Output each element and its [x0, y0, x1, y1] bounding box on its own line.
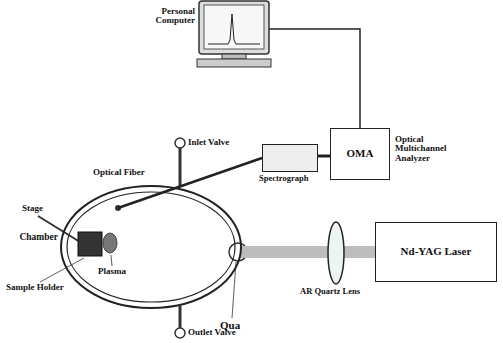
node-label: Optical Multichannel Analyzer — [395, 135, 465, 163]
part-label: Qua — [220, 320, 240, 332]
leader-line — [111, 255, 112, 266]
part-label: Sample Holder — [6, 283, 64, 292]
node-label: Personal Computer — [149, 7, 195, 26]
connector-line — [118, 158, 262, 208]
part-label: Plasma — [98, 267, 126, 276]
part-label: Inlet Valve — [188, 138, 229, 147]
node-title: Nd-YAG Laser — [401, 246, 472, 258]
monitor-frame — [199, 1, 269, 54]
outlet-valve — [175, 328, 185, 338]
oma-box: OMAOptical Multichannel Analyzer — [330, 128, 390, 180]
keyboard — [197, 59, 271, 67]
laser-box: Nd-YAG Laser — [375, 222, 497, 282]
plasma-plume — [103, 233, 117, 253]
spectrograph-box: Spectrograph — [262, 144, 318, 172]
node-label: Chamber — [19, 233, 58, 243]
edge-label: Optical Fiber — [92, 168, 146, 177]
inlet-tube — [179, 146, 182, 186]
chamber-outline — [60, 185, 242, 309]
quartz-lens-outline — [328, 222, 344, 284]
monitor-screen — [204, 5, 264, 49]
monitor-stand — [222, 54, 246, 59]
spectrum-spike — [208, 14, 260, 44]
chamber: Chamber — [60, 185, 242, 309]
node-label: Spectrograph — [259, 174, 308, 183]
node-title: OMA — [347, 148, 374, 160]
leader-line — [40, 258, 84, 282]
part-label: Stage — [22, 204, 43, 213]
inlet-valve — [175, 138, 185, 148]
connector-line — [269, 29, 360, 128]
outlet-tube — [179, 306, 182, 330]
sample-holder — [78, 232, 102, 256]
laser-beam — [240, 246, 328, 258]
quartz-lens: AR Quartz Lens — [328, 222, 344, 284]
laser-beam — [344, 246, 375, 258]
node-label: AR Quartz Lens — [300, 287, 360, 296]
computer-monitor: Personal Computer — [204, 5, 264, 49]
connector-line — [318, 155, 330, 158]
